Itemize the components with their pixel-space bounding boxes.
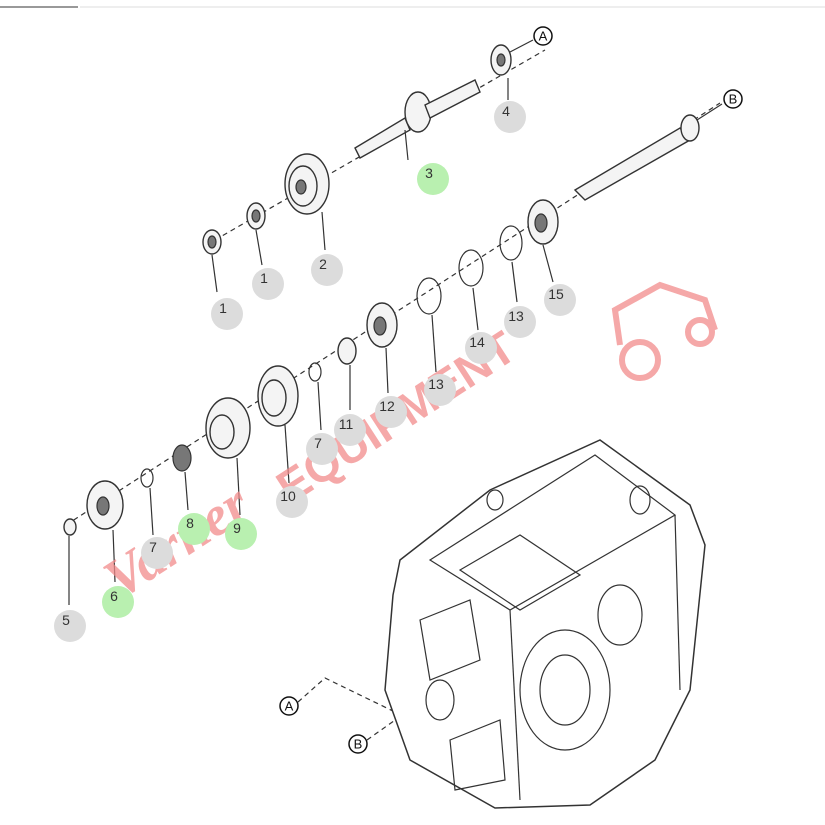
callout-marker: [334, 414, 366, 446]
callout-13[interactable]: 13: [504, 306, 536, 338]
snap-ring-13b: [416, 277, 442, 315]
callout-label: 13: [508, 308, 524, 324]
callout-1[interactable]: 1: [211, 298, 243, 330]
cap-5: [63, 518, 77, 536]
callout-10[interactable]: 10: [276, 486, 308, 518]
shaft-b: [573, 127, 692, 201]
callout-marker: [375, 396, 407, 428]
upper-shaft-parts: [202, 39, 546, 255]
callout-marker: [465, 332, 497, 364]
reference-markers: A B A B: [279, 26, 743, 754]
callout-11[interactable]: 11: [334, 414, 366, 446]
callout-8[interactable]: 8: [178, 513, 210, 545]
callout-5[interactable]: 5: [54, 610, 86, 642]
callout-15[interactable]: 15: [544, 284, 576, 316]
callout-marker: [141, 537, 173, 569]
callout-marker: [178, 513, 210, 545]
callout-marker: [306, 433, 338, 465]
callout-label: 4: [502, 103, 510, 119]
ref-b-top: B: [729, 92, 738, 107]
callout-label: 15: [548, 286, 564, 302]
collar-11: [337, 337, 357, 365]
ring-7a: [140, 468, 154, 488]
snap-ring-13a: [499, 225, 523, 261]
callout-label: 2: [319, 256, 327, 272]
callout-marker: [102, 586, 134, 618]
ref-a-top: A: [539, 29, 548, 44]
callout-7[interactable]: 7: [306, 433, 338, 465]
callout-label: 3: [425, 165, 433, 181]
ref-a-housing: A: [285, 699, 294, 714]
callout-label: 7: [314, 435, 322, 451]
callout-1[interactable]: 1: [252, 268, 284, 300]
callout-13[interactable]: 13: [424, 374, 456, 406]
callout-9[interactable]: 9: [225, 518, 257, 550]
transmission-housing: [384, 439, 706, 809]
callout-marker: [424, 374, 456, 406]
shaft-3: [354, 116, 411, 159]
callout-label: 6: [110, 588, 118, 604]
callout-label: 10: [280, 488, 296, 504]
callout-marker: [544, 284, 576, 316]
callout-label: 1: [260, 270, 268, 286]
callout-4[interactable]: 4: [494, 101, 526, 133]
callout-label: 5: [62, 612, 70, 628]
callout-marker: [54, 610, 86, 642]
callout-label: 7: [149, 539, 157, 555]
ring-14: [458, 249, 484, 287]
callout-label: 14: [469, 334, 485, 350]
callout-marker: [252, 268, 284, 300]
tractor-logo: [611, 281, 718, 381]
callout-marker: [225, 518, 257, 550]
callout-2[interactable]: 2: [311, 254, 343, 286]
callout-label: 9: [233, 520, 241, 536]
bushing-8: [172, 444, 192, 472]
callout-marker: [494, 101, 526, 133]
ring-7b: [308, 362, 322, 382]
callout-12[interactable]: 12: [375, 396, 407, 428]
callout-marker: [311, 254, 343, 286]
callout-marker: [504, 306, 536, 338]
callout-label: 13: [428, 376, 444, 392]
callout-6[interactable]: 6: [102, 586, 134, 618]
callout-marker: [276, 486, 308, 518]
callout-label: 12: [379, 398, 395, 414]
callout-label: 1: [219, 300, 227, 316]
callout-label: 11: [339, 416, 354, 432]
leader-lines: [68, 78, 554, 605]
lower-shaft-parts: [63, 102, 723, 536]
callout-label: 8: [186, 515, 194, 531]
ref-b-housing: B: [354, 737, 363, 752]
callout-14[interactable]: 14: [465, 332, 497, 364]
callout-3[interactable]: 3: [417, 163, 449, 195]
callout-marker: [417, 163, 449, 195]
callout-marker: [211, 298, 243, 330]
callout-7[interactable]: 7: [141, 537, 173, 569]
